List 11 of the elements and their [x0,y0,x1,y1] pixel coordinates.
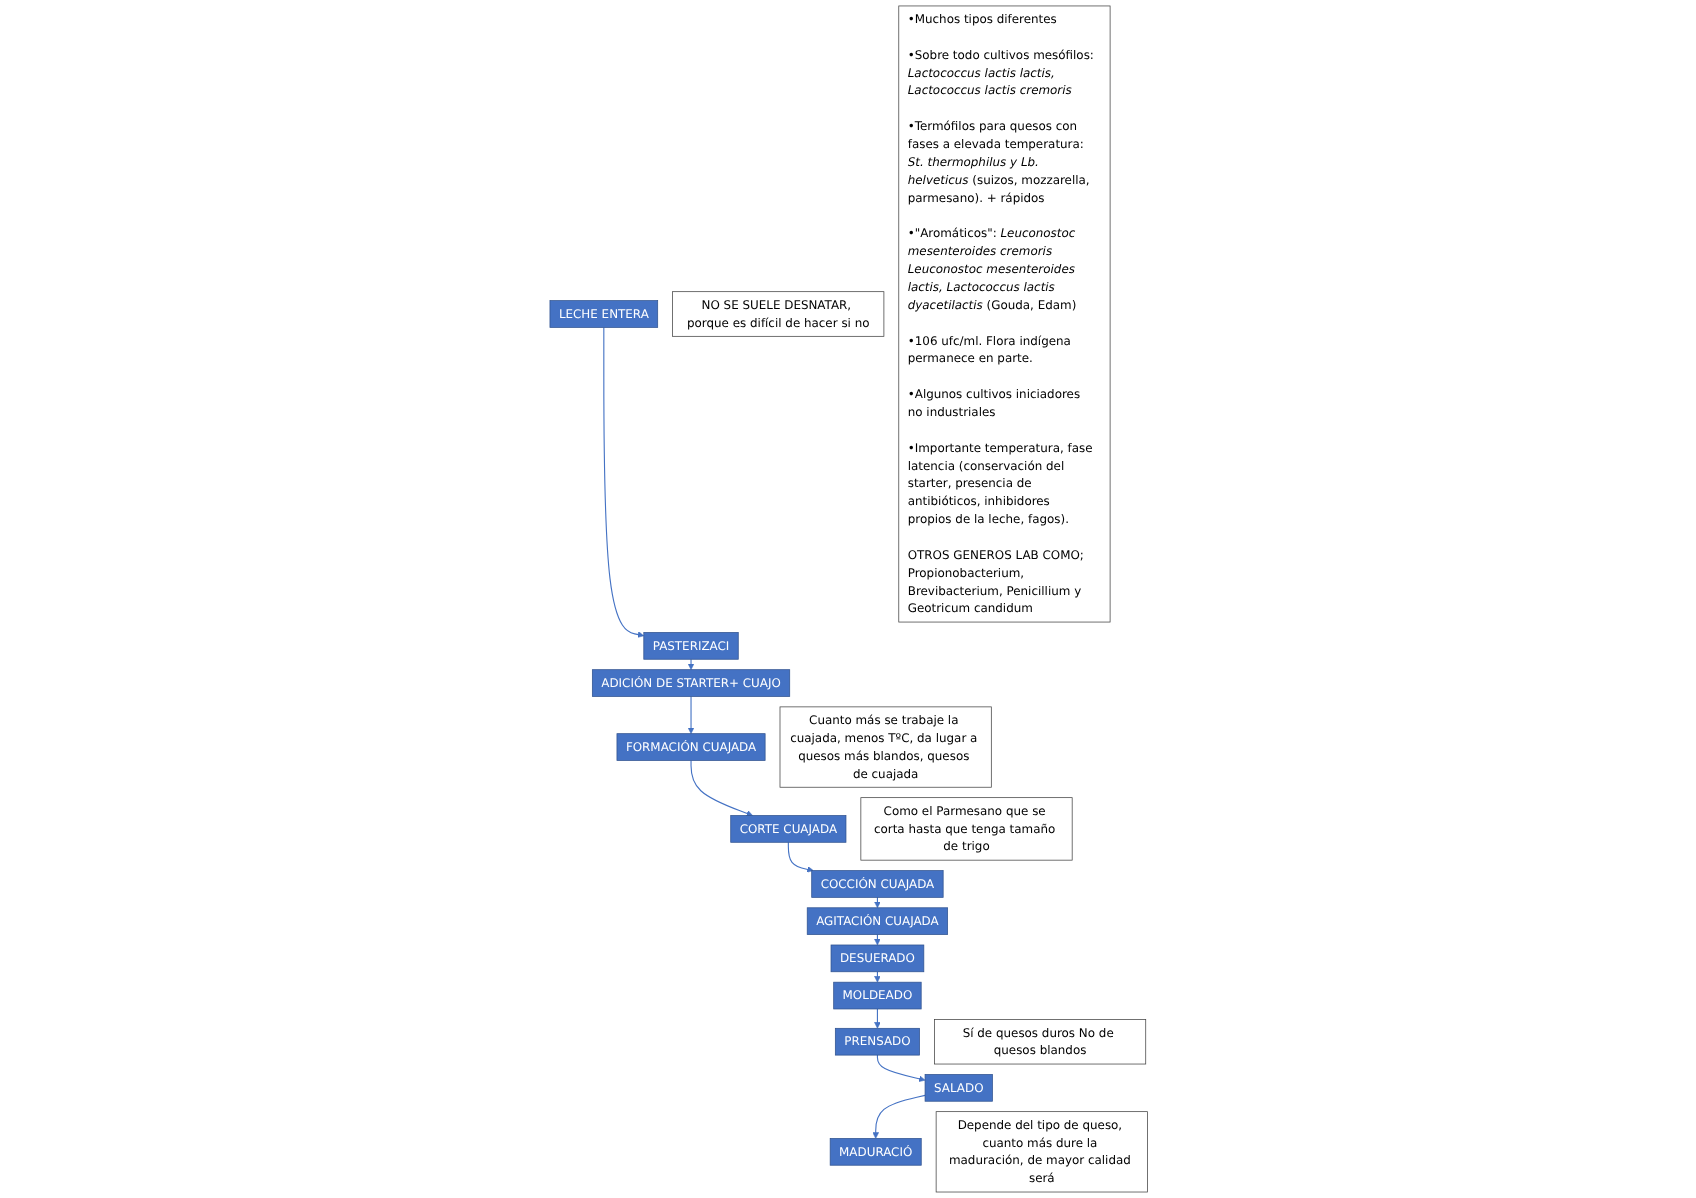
arrow [873,971,880,983]
arrow [876,1054,925,1082]
arrow [687,658,694,670]
arrow [871,1094,925,1139]
arrow [602,326,644,638]
arrow [873,934,880,946]
arrow [873,1008,880,1029]
arrow [873,896,880,909]
arrow [687,695,694,734]
arrow [787,841,813,873]
arrow [689,759,753,817]
